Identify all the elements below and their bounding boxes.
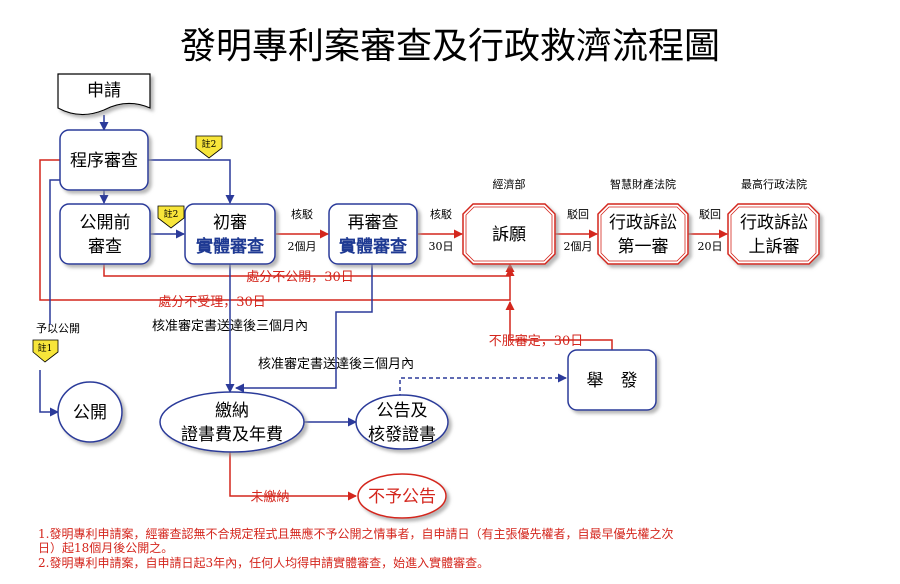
label-period-3: 2個月 [564, 240, 593, 253]
label-not-accepted: 處分不受理，30日 [158, 295, 266, 310]
label-unpaid: 未繳納 [250, 490, 289, 505]
node-admin2-line2: 上訴審 [749, 237, 800, 257]
label-reject-1: 核駁 [291, 207, 313, 221]
node-initial-line1: 初審 [213, 213, 247, 233]
node-formal-review-label: 程序審查 [70, 151, 138, 171]
label-period-2: 30日 [429, 240, 454, 253]
label-approve-three-months-1: 核准審定書送達後三個月內 [152, 319, 308, 334]
node-pre-pub-review: 公開前 審查 [59, 203, 151, 265]
edge-announce-to-report [399, 373, 567, 398]
edge-report-to-appeal [505, 301, 613, 350]
edge-formal-to-publish-b [39, 370, 59, 417]
label-reject-2: 核駁 [430, 207, 452, 221]
label-dismiss-2: 駁回 [699, 208, 721, 221]
label-dismiss-1: 駁回 [567, 208, 589, 221]
label-grant-public: 予以公開 [36, 322, 80, 335]
edge-formal-to-initial [148, 159, 235, 204]
label-objection: 不服審定，30日 [489, 334, 584, 349]
node-admin-court-1: 行政訴訟 第一審 [597, 203, 689, 265]
node-initial-exam: 初審 實體審查 [184, 203, 276, 265]
node-appeal-label: 訴願 [492, 225, 526, 245]
edge-unpaid-to-no-announce [229, 450, 357, 501]
node-re-line1: 再審查 [348, 213, 399, 233]
badge-note2-mid-label: 註2 [164, 208, 179, 220]
badge-note2-top: 註2 [195, 135, 223, 159]
edge-reexam-to-fee [235, 264, 373, 393]
node-admin1-line1: 行政訴訟 [609, 213, 677, 233]
node-announce-line2: 核發證書 [368, 425, 436, 445]
note-1-line-1: 1.發明專利申請案，經審查認無不合規定程式且無應不予公開之情事者，自申請日（有主… [38, 526, 673, 541]
node-report: 舉 發 [567, 349, 657, 411]
org-ip-court: 智慧財產法院 [610, 177, 676, 191]
node-fee-line1: 繳納 [215, 401, 249, 421]
badge-note2-mid: 註2 [157, 205, 185, 229]
node-admin2-line1: 行政訴訟 [740, 213, 808, 233]
diagram-title: 發明專利案審查及行政救濟流程圖 [180, 26, 720, 67]
badge-note2-top-label: 註2 [202, 138, 217, 150]
node-announce: 公告及 核發證書 [355, 394, 449, 450]
node-admin-court-2: 行政訴訟 上訴審 [727, 203, 820, 265]
label-approve-three-months-2: 核准審定書送達後三個月內 [258, 357, 414, 372]
node-publish: 公開 [57, 381, 123, 443]
label-no-public: 處分不公開，30日 [246, 270, 354, 285]
node-re-exam: 再審查 實體審查 [328, 203, 418, 265]
badge-note1-left: 註1 [32, 339, 59, 363]
edge-not-accepted-to-appeal [39, 159, 515, 301]
label-period-4: 20日 [698, 240, 723, 253]
note-1-line-2: 日）起18個月後公開之。 [38, 541, 173, 555]
node-initial-line2: 實體審查 [196, 236, 265, 257]
node-announce-line1: 公告及 [377, 401, 428, 421]
org-moea: 經濟部 [493, 177, 526, 191]
label-period-1: 2個月 [288, 240, 317, 253]
node-apply-label: 申請 [87, 81, 121, 101]
badge-note1-label: 註1 [38, 342, 53, 354]
node-admin1-line2: 第一審 [618, 237, 669, 257]
node-publish-label: 公開 [73, 403, 107, 423]
node-fee-line2: 證書費及年費 [181, 425, 283, 445]
node-no-announce-label: 不予公告 [368, 487, 436, 507]
node-fee: 繳納 證書費及年費 [159, 391, 305, 453]
org-supreme-admin: 最高行政法院 [741, 177, 807, 191]
note-2: 2.發明專利申請案，自申請日起3年內，任何人均得申請實體審查，始進入實體審查。 [38, 555, 489, 570]
edge-formal-to-publish-a [49, 179, 60, 325]
node-pre-pub-line1: 公開前 [80, 213, 131, 233]
node-no-announce: 不予公告 [357, 473, 447, 519]
node-pre-pub-line2: 審查 [88, 237, 122, 257]
node-appeal: 訴願 [462, 203, 556, 265]
node-apply: 申請 [57, 73, 151, 116]
node-formal-review: 程序審查 [59, 129, 149, 191]
node-re-line2: 實體審查 [339, 236, 408, 257]
node-report-label: 舉 發 [587, 371, 638, 391]
